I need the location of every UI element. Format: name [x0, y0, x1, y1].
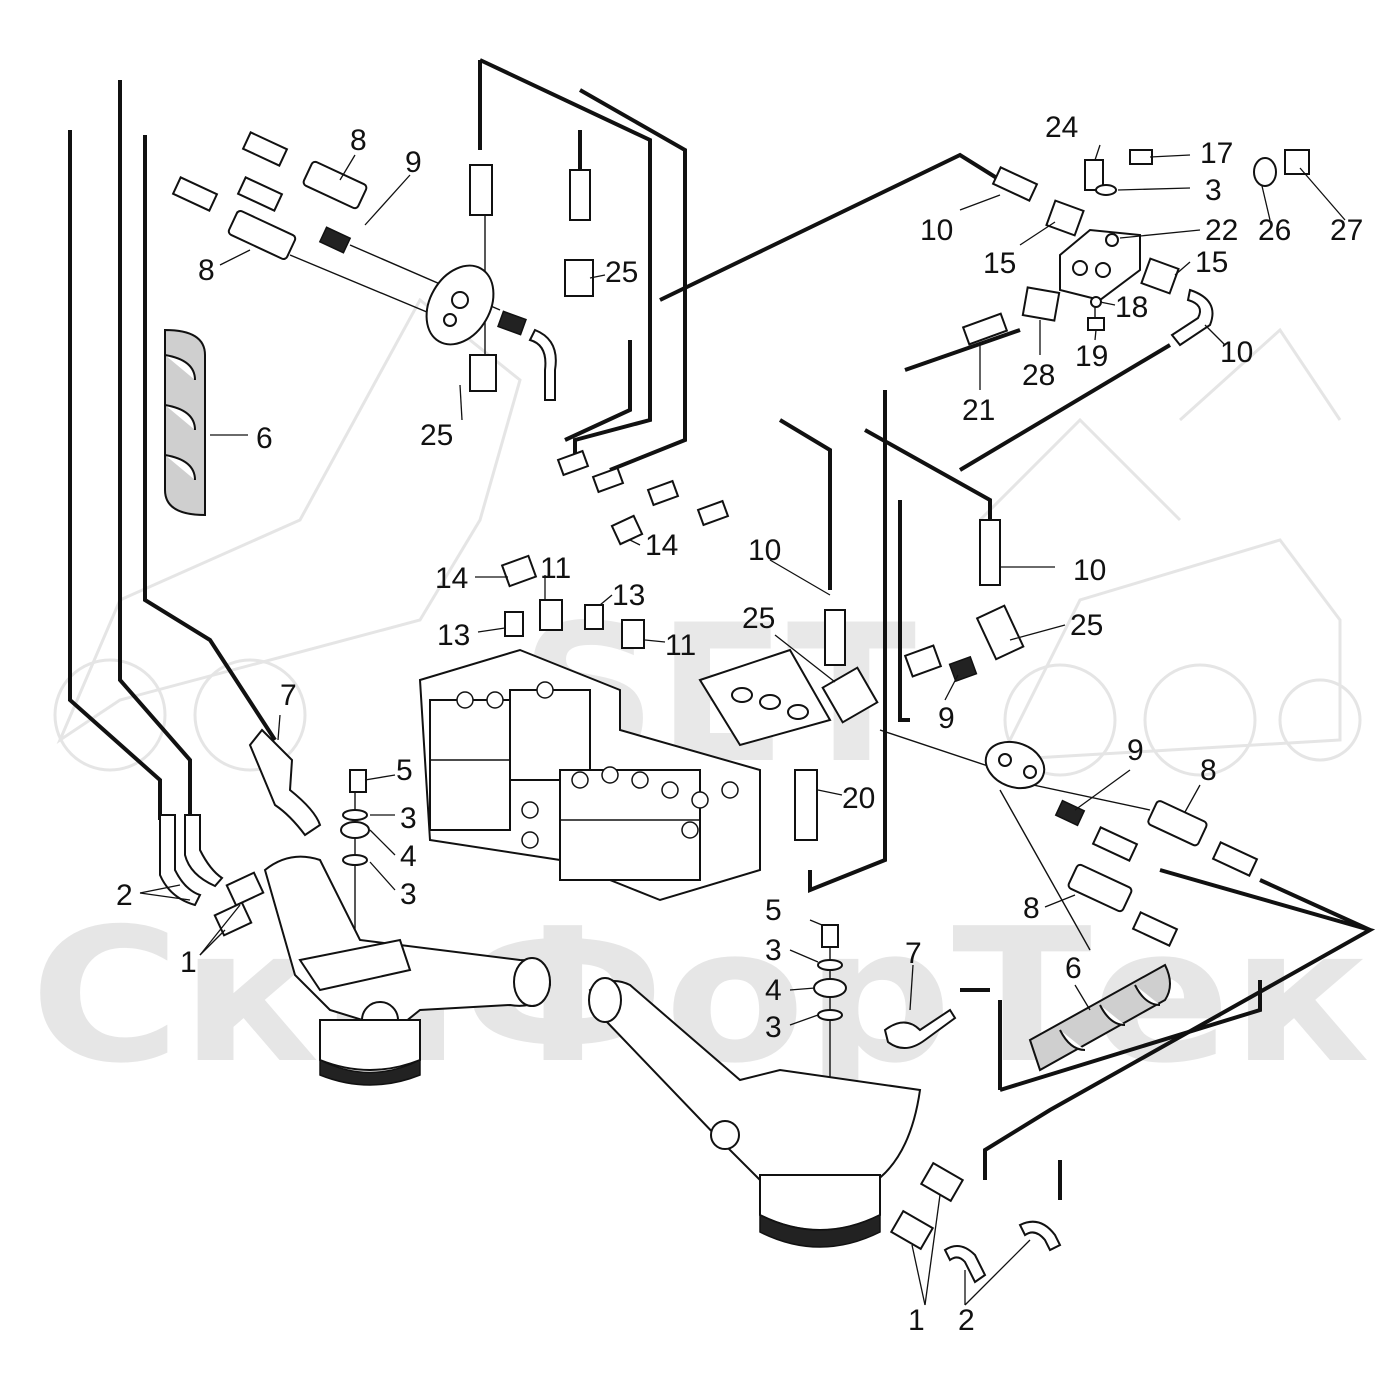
callout-leaders — [139, 144, 1346, 1306]
callout-8: 8 — [1200, 754, 1217, 787]
elbow-fitting — [564, 259, 594, 297]
callout-24: 24 — [1045, 111, 1078, 144]
callout-2: 2 — [116, 879, 133, 912]
callout-3: 3 — [765, 1011, 782, 1044]
callout-5: 5 — [396, 754, 413, 787]
callout-7: 7 — [280, 679, 297, 712]
callout-8: 8 — [350, 124, 367, 157]
callout-22: 21 — [962, 394, 995, 427]
right-manifold-block — [961, 149, 1310, 347]
callout-10: 10 — [1220, 336, 1253, 369]
callout-7: 7 — [905, 937, 922, 970]
callout-28: 28 — [1022, 359, 1055, 392]
callout-18: 18 — [1115, 291, 1148, 324]
relief-valve — [302, 160, 368, 210]
callout-23: 22 — [1205, 214, 1238, 247]
callout-14: 13 — [612, 579, 645, 612]
callout-8: 8 — [1023, 892, 1040, 925]
callout-15: 15 — [1195, 246, 1228, 279]
callout-3: 3 — [1205, 174, 1222, 207]
valve-fittings — [500, 449, 730, 649]
upper-left-fittings — [171, 131, 594, 401]
callout-13: 11 — [540, 552, 571, 585]
left-arm-assembly — [159, 728, 552, 1086]
callout-21: 20 — [842, 782, 875, 815]
callout-19: 19 — [1075, 340, 1108, 373]
relief-valve — [227, 210, 297, 260]
callout-25: 25 — [420, 419, 453, 452]
callout-13: 11 — [665, 629, 696, 662]
elbow-fitting — [469, 354, 497, 392]
callout-25: 25 — [1070, 609, 1103, 642]
mid-right-fittings — [698, 519, 1046, 841]
callout-11: 10 — [748, 534, 781, 567]
callout-3: 3 — [400, 878, 417, 911]
callout-3: 3 — [765, 934, 782, 967]
callout-8: 8 — [198, 254, 215, 287]
callout-6: 6 — [1065, 952, 1082, 985]
callout-4: 4 — [765, 974, 782, 1007]
callout-20: 14 — [645, 529, 678, 562]
callout-17: 17 — [1200, 137, 1233, 170]
callout-1: 1 — [180, 946, 197, 979]
callout-1: 1 — [908, 1304, 925, 1337]
callout-25: 25 — [742, 602, 775, 635]
callout-labels: 8 9 8 6 25 25 7 5 3 4 3 2 1 14 11 13 14 … — [116, 111, 1363, 1337]
callout-10: 10 — [920, 214, 953, 247]
callout-20: 14 — [435, 562, 468, 595]
hose-clamp-right — [1028, 963, 1171, 1072]
hydraulic-lines — [68, 58, 1376, 1200]
callout-15: 15 — [983, 247, 1016, 280]
control-valve-block — [418, 648, 761, 902]
callout-9: 9 — [405, 146, 422, 179]
callout-5: 5 — [765, 894, 782, 927]
hose-clamp-left — [164, 328, 206, 517]
callout-4: 4 — [400, 840, 417, 873]
lower-right-fittings — [1054, 799, 1259, 947]
callout-9: 9 — [938, 702, 955, 735]
callout-9: 9 — [1127, 734, 1144, 767]
callout-11: 10 — [1073, 554, 1106, 587]
callout-3: 3 — [400, 802, 417, 835]
callout-25: 25 — [605, 256, 638, 289]
callout-2: 2 — [958, 1304, 975, 1337]
callout-26: 26 — [1258, 214, 1291, 247]
callout-6: 6 — [256, 422, 273, 455]
right-arm-assembly — [588, 924, 1062, 1284]
callout-27: 27 — [1330, 214, 1363, 247]
callout-14: 13 — [437, 619, 470, 652]
